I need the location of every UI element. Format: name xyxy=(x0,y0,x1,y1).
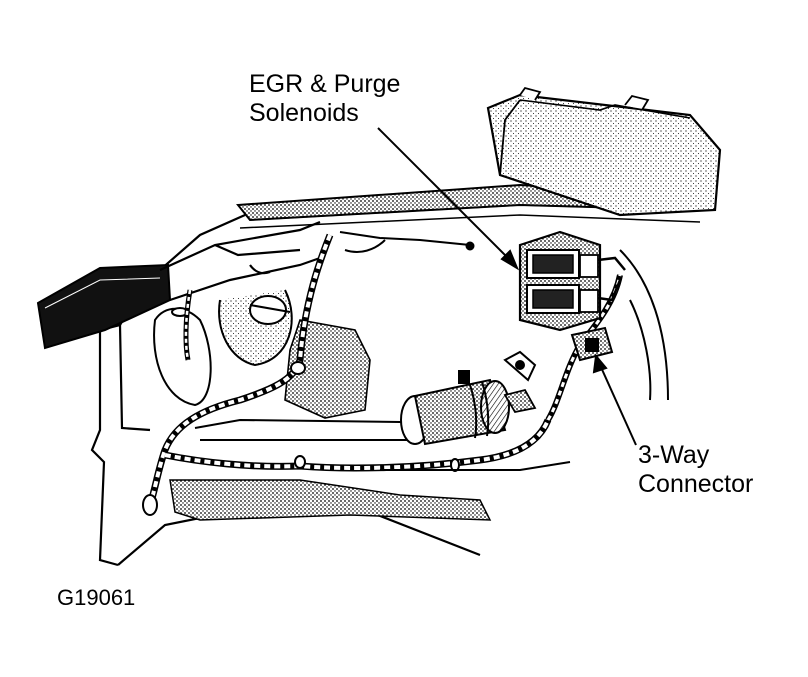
lower-shadow-area xyxy=(169,479,492,521)
headlamp-bucket xyxy=(153,289,293,407)
egr-purge-solenoids-label: EGR & Purge Solenoids xyxy=(249,70,400,128)
egr-purge-solenoids xyxy=(518,230,626,332)
three-way-connector-label: 3-Way Connector xyxy=(638,441,753,499)
solenoids-label-line1: EGR & Purge xyxy=(249,70,401,98)
charcoal-canister xyxy=(400,350,537,446)
connector-label-line2: Connector xyxy=(638,470,754,498)
three-way-connector xyxy=(570,326,614,362)
radiator-support-frame xyxy=(159,220,321,302)
wiring-harness xyxy=(142,231,623,516)
figure-id: G19061 xyxy=(57,585,136,610)
connector-label-line1: 3-Way xyxy=(638,441,710,469)
right-inner-fender xyxy=(619,249,669,401)
strut-tower-shadow xyxy=(284,319,371,419)
front-bumper-block xyxy=(36,263,172,350)
leader-lines xyxy=(377,127,637,446)
air-cleaner-housing xyxy=(486,86,722,217)
solenoids-label-line2: Solenoids xyxy=(249,99,359,127)
